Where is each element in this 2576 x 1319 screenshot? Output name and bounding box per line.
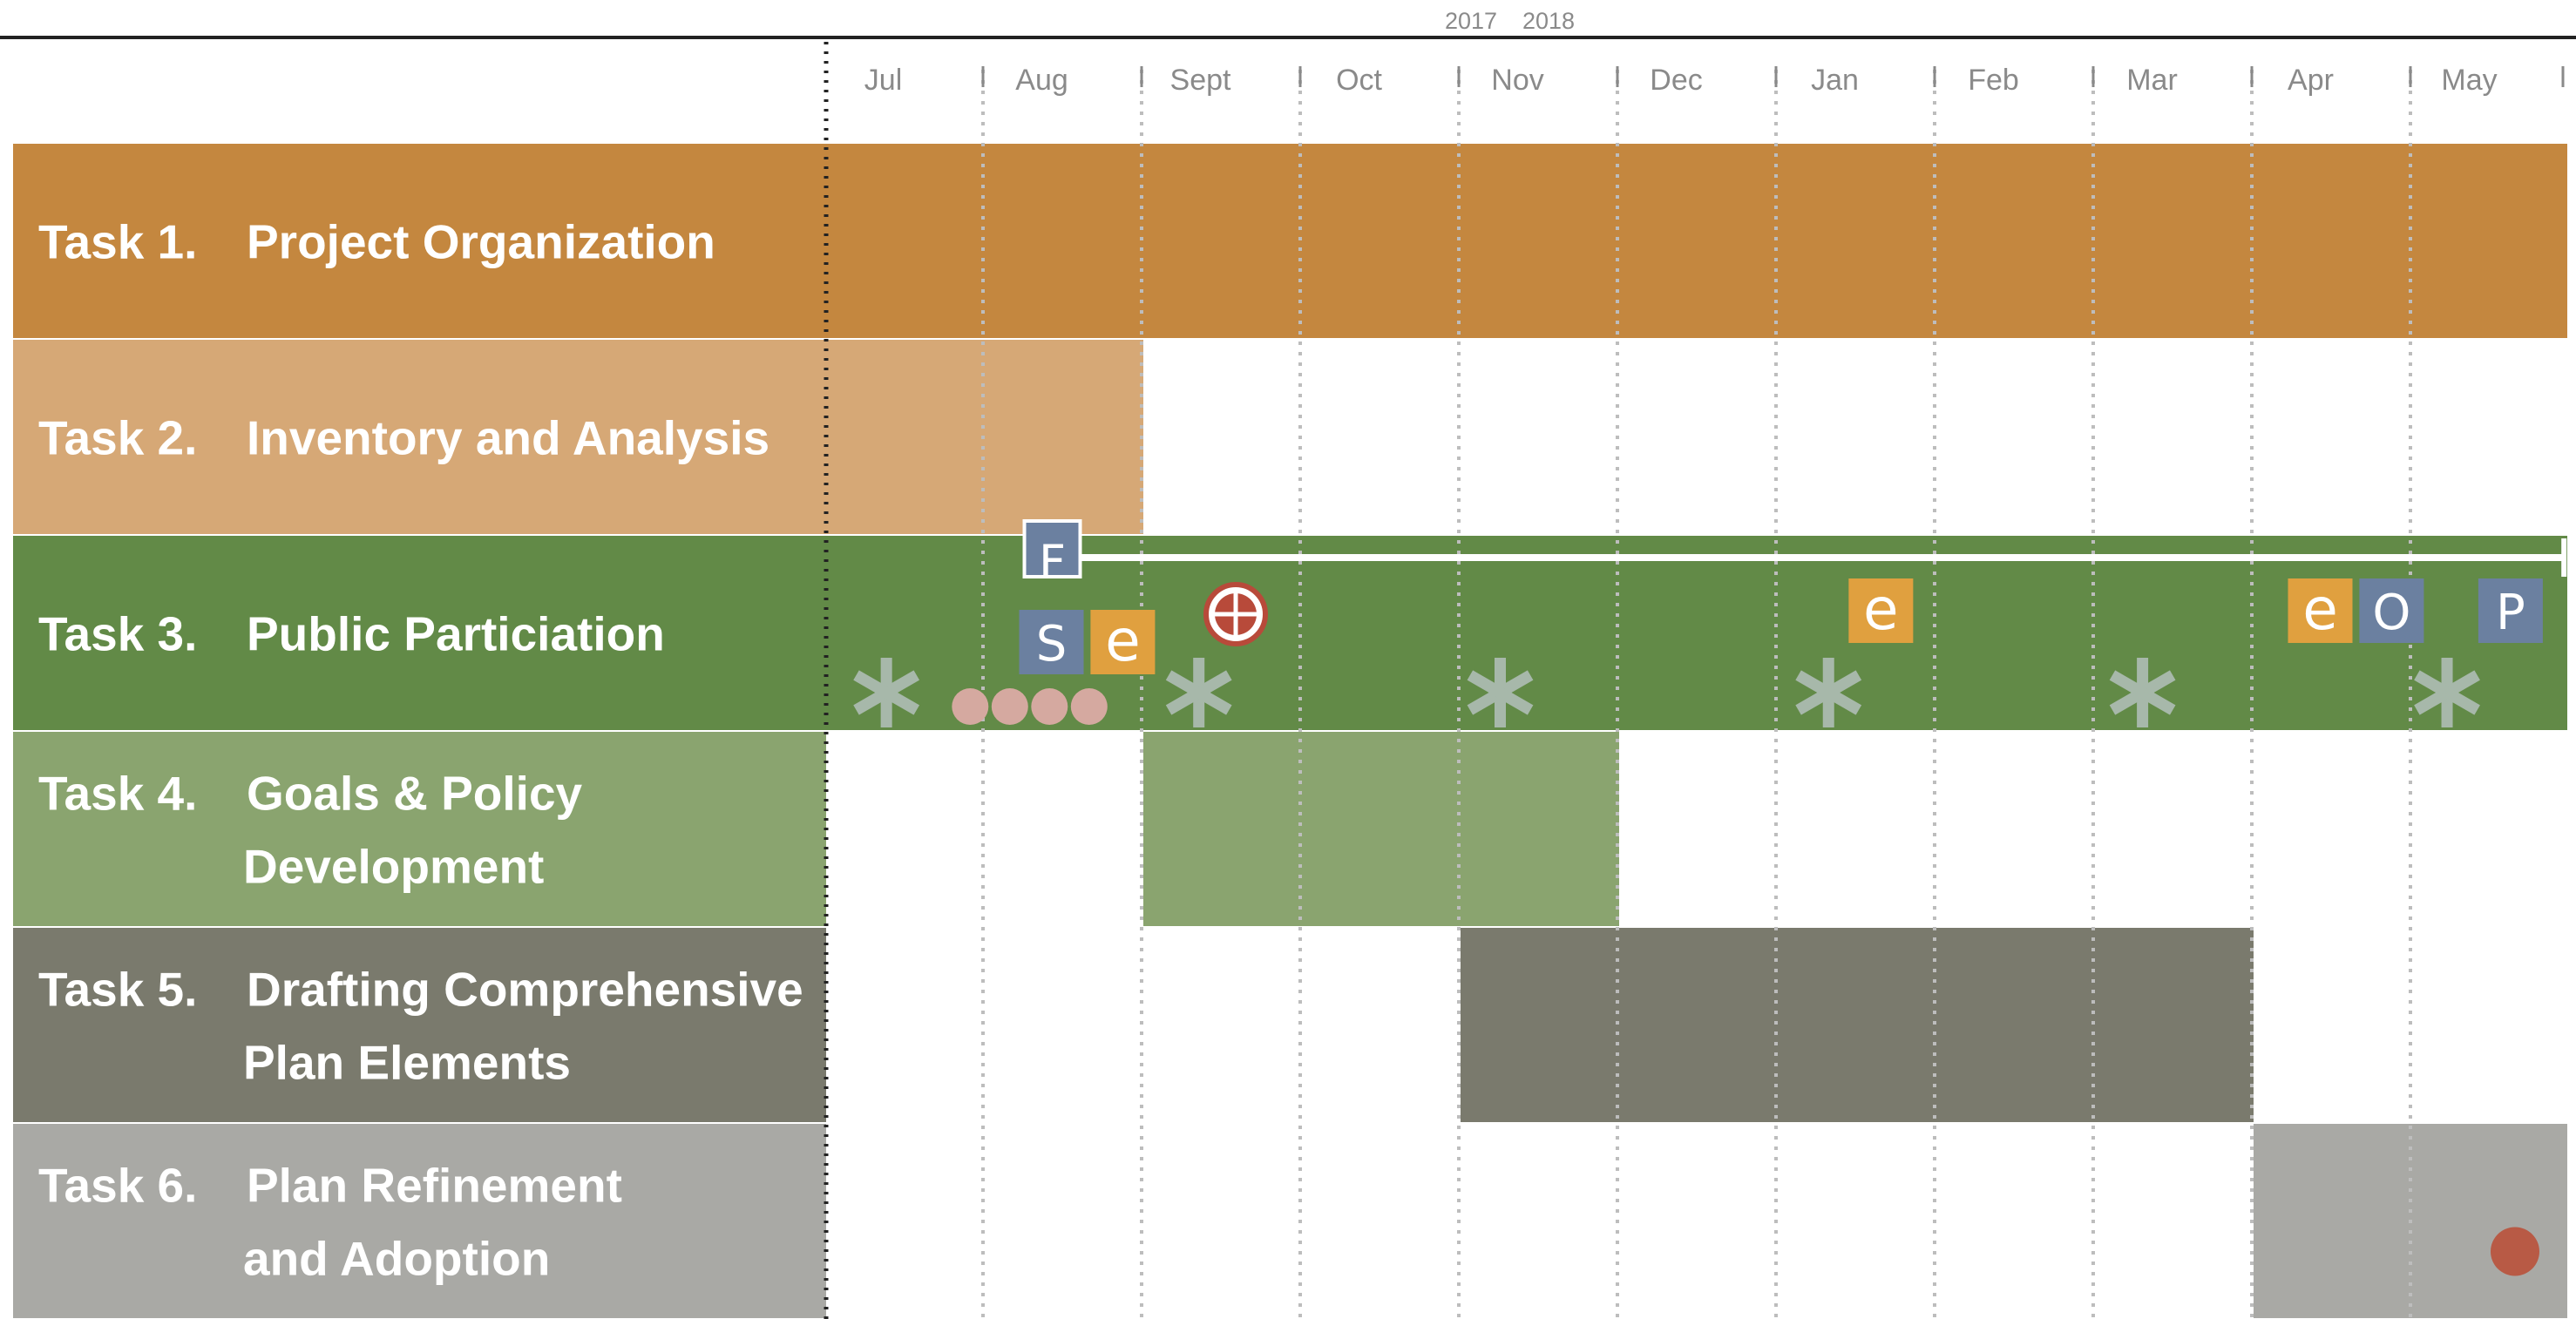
- task-bars: [13, 144, 2567, 1318]
- letter-p-box: [2478, 578, 2543, 643]
- circle-3: [1031, 688, 1068, 725]
- asterisk-3-arm-3: [1467, 670, 1534, 715]
- task-label-panel-3: [13, 536, 826, 730]
- task-name-5-line-1: Drafting Comprehensive: [247, 963, 803, 1017]
- circle-1: [952, 688, 989, 725]
- month-label-jul: Jul: [864, 64, 902, 97]
- crosshair-symbol: [1203, 582, 1268, 646]
- task-name-4-line-2: Development: [243, 840, 544, 894]
- task-name-2-line-1: Inventory and Analysis: [247, 411, 769, 465]
- month-header: Jul Aug Sept Oct Nov Dec Jan Feb Mar Apr May: [864, 64, 2565, 97]
- asterisk-1: [853, 658, 920, 727]
- letter-p-label: P: [2496, 585, 2525, 641]
- year-labels: 2017 2018: [1445, 8, 1575, 34]
- task-name-5-line-2: Plan Elements: [243, 1036, 571, 1090]
- letter-e-aug-box: [1090, 610, 1156, 674]
- task-name-1-line-1: Project Organization: [247, 215, 715, 269]
- task-label-panel-5: [13, 928, 826, 1122]
- month-label-may: May: [2441, 64, 2497, 97]
- circle-4: [1070, 688, 1108, 725]
- task-number-2: Task 2.: [38, 411, 197, 465]
- asterisk-3: [1467, 658, 1534, 727]
- crosshair-ring: [1203, 582, 1268, 646]
- asterisk-4: [1795, 658, 1862, 727]
- asterisk-2-arm-3: [1165, 670, 1232, 715]
- asterisk-4-arm-3: [1795, 670, 1862, 715]
- letter-s-box: [1019, 610, 1084, 674]
- circle-2: [991, 688, 1028, 725]
- month-label-dec: Dec: [1650, 64, 1702, 97]
- letter-o-box: [2359, 578, 2424, 643]
- task-bar-5: [1461, 928, 2254, 1122]
- month-label-sept: Sept: [1170, 64, 1231, 97]
- task-name-6-line-1: Plan Refinement: [247, 1159, 622, 1213]
- asterisk-5: [2109, 658, 2176, 727]
- task-label-panel-2: [13, 340, 826, 534]
- year-label-2018: 2018: [1522, 8, 1575, 34]
- letter-s-label: S: [1036, 616, 1068, 673]
- asterisk-5-arm-3: [2109, 670, 2176, 715]
- task-number-6: Task 6.: [38, 1159, 197, 1213]
- f-box: [1026, 523, 1079, 575]
- asterisk-1-arm-3: [853, 670, 920, 715]
- task-label-panel-1: [13, 144, 826, 338]
- letter-e-apr-label: e: [2302, 576, 2338, 643]
- asterisk-2: [1165, 658, 1232, 727]
- year-label-2017: 2017: [1445, 8, 1497, 34]
- month-label-jan: Jan: [1811, 64, 1859, 97]
- task-number-5: Task 5.: [38, 963, 197, 1017]
- asterisk-6: [2414, 658, 2480, 727]
- task-bar-4: [1143, 732, 1619, 926]
- month-label-feb: Feb: [1968, 64, 2019, 97]
- task-name-3-line-1: Public Particiation: [247, 607, 665, 661]
- letter-e-jan-box: [1848, 578, 1914, 643]
- asterisk-6-arm-3: [2414, 670, 2480, 715]
- letter-e-apr-box: [2288, 578, 2353, 643]
- task-number-1: Task 1.: [38, 215, 197, 269]
- task-label-panel-6: [13, 1124, 826, 1318]
- task-label-panel-4: [13, 732, 826, 926]
- letter-o-label: O: [2372, 585, 2410, 641]
- task-name-6-line-2: and Adoption: [243, 1232, 550, 1286]
- month-label-apr: Apr: [2288, 64, 2334, 97]
- letter-e-aug-label: e: [1105, 607, 1141, 674]
- letter-e-jan-label: e: [1863, 576, 1899, 643]
- f-box-label: F: [1039, 535, 1066, 590]
- task-number-3: Task 3.: [38, 607, 197, 661]
- month-label-aug: Aug: [1015, 64, 1068, 97]
- adoption-dot: [2491, 1227, 2539, 1276]
- month-label-mar: Mar: [2126, 64, 2178, 97]
- month-label-oct: Oct: [1336, 64, 1382, 97]
- month-label-nov: Nov: [1491, 64, 1543, 97]
- task-name-4-line-1: Goals & Policy: [247, 767, 583, 821]
- task-bar-1: [826, 144, 2567, 338]
- task-number-4: Task 4.: [38, 767, 197, 821]
